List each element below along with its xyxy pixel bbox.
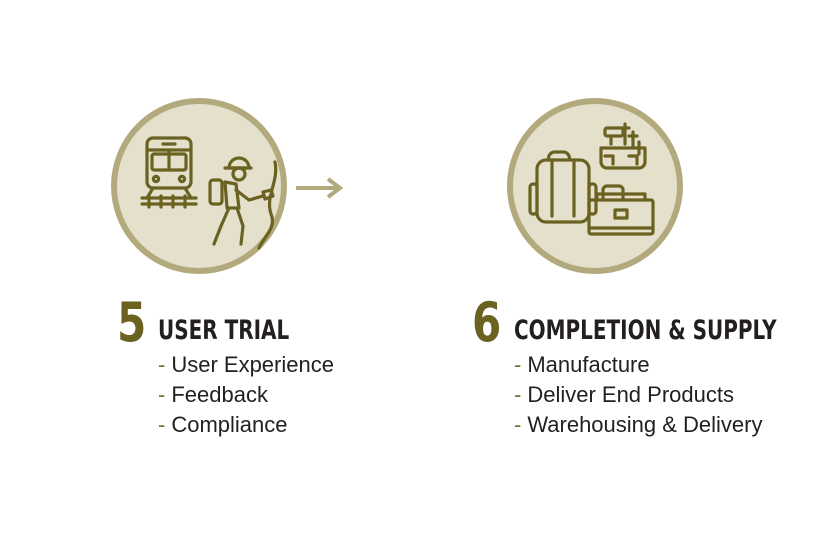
list-item: -User Experience: [158, 352, 334, 382]
step-number-5: 5: [117, 291, 147, 354]
step-title-completion-supply: COMPLETION & SUPPLY: [514, 315, 777, 346]
list-item-label: Feedback: [171, 382, 268, 407]
bullet-dash: -: [514, 352, 522, 377]
train-icon: [140, 136, 198, 209]
bullet-dash: -: [158, 412, 166, 437]
step-5-icon-circle: [111, 98, 287, 274]
backpack-toolbelt-bag-icon: [528, 122, 655, 236]
cliff-icon: [257, 160, 278, 250]
list-item-label: Manufacture: [527, 352, 650, 377]
step-5-bullet-list: -User Experience -Feedback -Compliance: [158, 352, 334, 442]
step-6-icon-circle: [507, 98, 683, 274]
list-item: -Warehousing & Delivery: [514, 412, 763, 442]
duffel-bag-icon: [587, 184, 655, 236]
bullet-dash: -: [158, 382, 166, 407]
bullet-dash: -: [514, 382, 522, 407]
bullet-dash: -: [514, 412, 522, 437]
list-item-label: Warehousing & Delivery: [527, 412, 763, 437]
list-item: -Compliance: [158, 412, 334, 442]
hiker-icon: [208, 156, 275, 246]
step-title-user-trial: USER TRIAL: [158, 315, 290, 346]
tool-belt-icon: [599, 122, 647, 170]
list-item: -Deliver End Products: [514, 382, 763, 412]
arrow-right-icon: [296, 177, 344, 199]
list-item: -Feedback: [158, 382, 334, 412]
list-item-label: Deliver End Products: [527, 382, 734, 407]
bullet-dash: -: [158, 352, 166, 377]
step-number-6: 6: [472, 291, 502, 354]
list-item-label: Compliance: [171, 412, 288, 437]
list-item: -Manufacture: [514, 352, 763, 382]
step-6-bullet-list: -Manufacture -Deliver End Products -Ware…: [514, 352, 763, 442]
backpack-icon: [528, 150, 598, 224]
train-and-hiker-icon: [140, 136, 278, 250]
list-item-label: User Experience: [171, 352, 334, 377]
